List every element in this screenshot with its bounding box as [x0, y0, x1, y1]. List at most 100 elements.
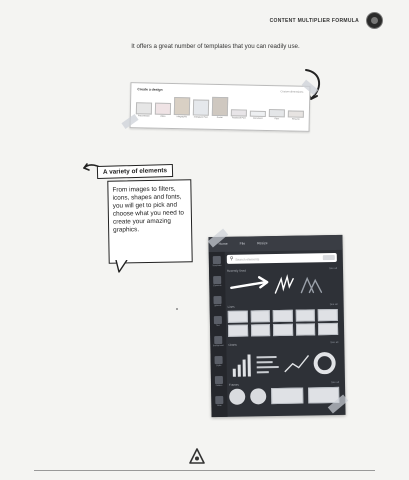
lines-row [227, 322, 339, 337]
template-tile: Presentation [135, 102, 153, 118]
sidebar-item-label: Uploads [213, 304, 222, 308]
sidebar-item: Uploads [211, 295, 223, 308]
line-thumb [250, 324, 271, 337]
line-thumb [273, 323, 293, 337]
template-thumb [287, 110, 304, 118]
search-icon: ⚲ [229, 256, 234, 262]
section-see-all: See all [329, 266, 338, 271]
callout-box: From images to filters, icons, shapes an… [107, 179, 193, 264]
section-see-all: See all [330, 340, 339, 345]
sidebar-item-icon [214, 335, 223, 345]
sidebar-item: More [213, 395, 225, 407]
footer-divider [34, 470, 375, 471]
editor-tab: Resize [257, 241, 268, 246]
intro-text: It offers a great number of templates th… [131, 43, 300, 50]
template-thumb [135, 102, 153, 115]
sidebar-item: Templates [211, 255, 223, 268]
templates-title: Create a design [137, 87, 163, 92]
sidebar-item: Background [212, 335, 224, 348]
templates-more-label: Custom dimensions [280, 90, 304, 94]
circle-badge-icon [366, 12, 383, 29]
line-thumb [250, 310, 271, 323]
template-tile: Resume [287, 110, 304, 121]
line-thumb [295, 309, 316, 322]
section-label: Lines [227, 304, 235, 309]
chart-elements [232, 352, 336, 377]
sidebar-item: Elements [211, 275, 223, 287]
sidebar-item-icon [213, 295, 222, 305]
templates-screenshot: Create a design Custom dimensions Presen… [129, 82, 311, 132]
template-tile: Infographic [173, 97, 191, 119]
sidebar-item-label: Text [216, 324, 220, 328]
search-bar: ⚲ Search elements [226, 252, 337, 264]
template-thumb [230, 109, 247, 117]
arrow-right-icon [230, 276, 269, 289]
template-tile: Poster [211, 96, 229, 120]
mountain-arrows-icon [300, 276, 323, 294]
frame-thumb [250, 388, 267, 405]
sidebar-item-icon [214, 355, 223, 365]
template-thumb [249, 110, 266, 117]
donut-chart-icon [313, 352, 336, 375]
elements-panel: ⚲ Search elements Recently Used See all … [226, 252, 340, 413]
sidebar-item: Folders [213, 375, 225, 387]
template-tile: Video [154, 102, 172, 118]
template-thumb [154, 102, 172, 115]
bar-chart-icon [232, 354, 251, 377]
template-caption: Presentation [137, 115, 150, 118]
sidebar-item-icon [213, 315, 222, 325]
template-caption: Video [160, 115, 166, 118]
template-tile: Document [249, 110, 266, 120]
line-thumb [318, 322, 339, 336]
template-tile: Facebook Post [230, 109, 247, 120]
section-label: Charts [228, 342, 237, 347]
sidebar-item-icon [212, 255, 221, 265]
frame-thumb [229, 388, 246, 405]
sidebar-item: Text [212, 315, 224, 328]
line-thumb [272, 309, 293, 323]
sidebar-item: Styles [213, 355, 225, 368]
filter-chip [322, 254, 335, 261]
line-thumb [295, 323, 316, 336]
line-thumb [318, 308, 338, 322]
template-caption: Instagram Post [193, 116, 208, 119]
sidebar-item-icon [215, 395, 224, 405]
search-placeholder: Search elements [235, 256, 260, 262]
section-label: Recently Used [226, 268, 246, 273]
template-tiles: Presentation Video Infographic Instagram Po… [135, 95, 304, 121]
sidebar-item-label: Styles [215, 364, 222, 368]
template-thumb [173, 97, 191, 116]
line-thumb [227, 310, 248, 323]
recent-elements [230, 274, 323, 294]
sidebar-item-label: Background [212, 344, 224, 348]
callout-heading: A variety of elements [96, 164, 174, 179]
template-tile: Flyer [268, 109, 285, 121]
template-thumb [268, 109, 285, 118]
template-caption: Flyer [274, 118, 280, 121]
sidebar-item-label: Templates [212, 264, 222, 268]
template-tile: Instagram Post [192, 99, 210, 119]
editor-tab: Home [218, 241, 228, 247]
template-caption: Resume [291, 118, 300, 121]
template-caption: Document [252, 117, 263, 120]
section-label: Frames [228, 382, 239, 387]
line-thumb [227, 324, 248, 337]
template-caption: Poster [216, 116, 223, 120]
line-chart-icon [284, 355, 310, 373]
callout-body: From images to filters, icons, shapes an… [112, 185, 184, 234]
scribble-arrow-icon [274, 274, 294, 294]
lines-row [227, 308, 338, 323]
footer-logo-icon [189, 448, 205, 464]
header-title: CONTENT MULTIPLIER FORMULA [269, 18, 359, 24]
template-caption: Infographic [176, 116, 187, 119]
section-see-all: See all [331, 380, 340, 385]
template-caption: Facebook Post [231, 117, 246, 120]
template-thumb [211, 96, 229, 117]
template-thumb [192, 99, 210, 116]
list-chart-icon [256, 356, 279, 374]
frame-thumb [271, 387, 303, 405]
callout-tail [115, 260, 128, 273]
sidebar-item-icon [214, 375, 224, 385]
